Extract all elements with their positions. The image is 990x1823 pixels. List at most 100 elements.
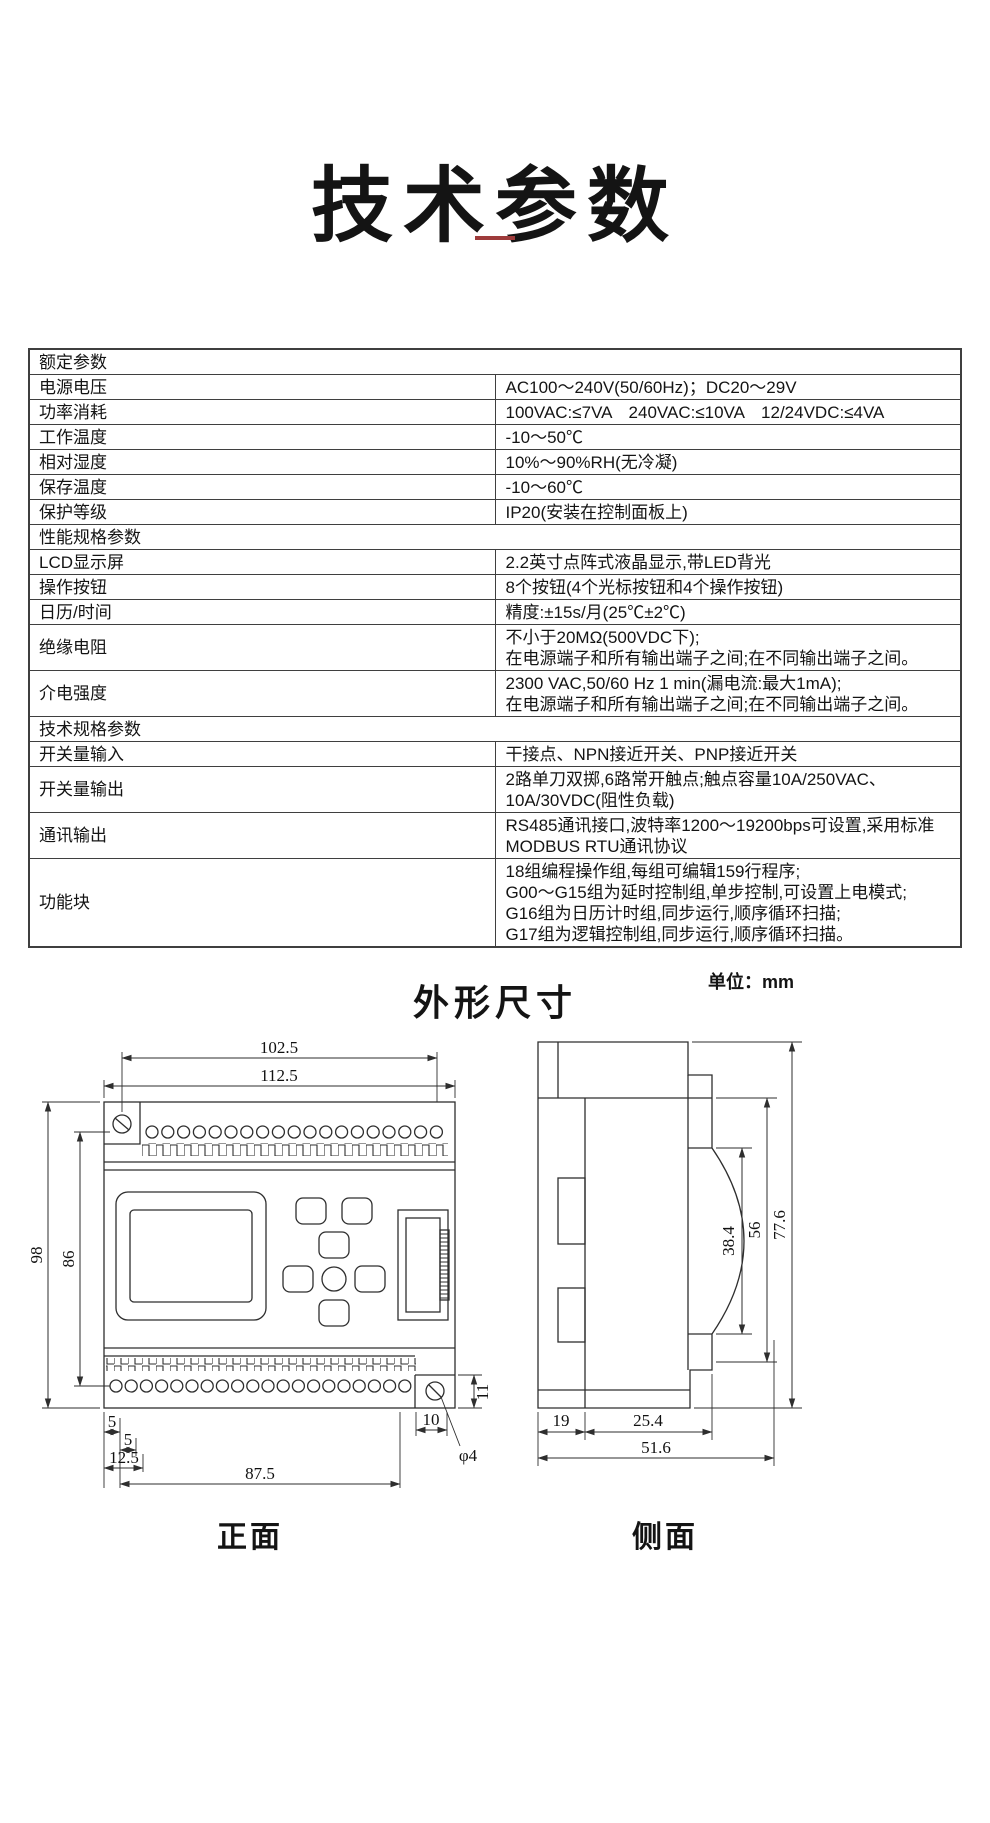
dim-side-face-depth: 38.4 — [719, 1226, 738, 1256]
terminal-hole-icon — [200, 1379, 214, 1393]
terminal-hole-icon — [224, 1125, 238, 1139]
screw-hole-top-icon — [112, 1114, 132, 1134]
front-top-terminals — [145, 1125, 444, 1139]
side-dimensions: 38.4 56 77.6 19 25.4 51.6 — [537, 1041, 802, 1466]
terminal-hole-icon — [276, 1379, 290, 1393]
terminal-hole-icon — [287, 1125, 301, 1139]
front-bottom-terminals — [109, 1379, 412, 1393]
page-title: 技术参数 — [310, 160, 679, 252]
dimensions-title: 外形尺寸 — [412, 981, 577, 1023]
terminal-hole-icon — [271, 1125, 286, 1139]
terminal-hole-icon — [109, 1379, 123, 1393]
lcd-display — [129, 1209, 253, 1303]
front-view-drawing: 102.5 112.5 98 86 5 5 12.5 87.5 10 φ4 11 — [30, 1040, 492, 1488]
spec-row-value: IP20(安装在控制面板上) — [494, 499, 962, 525]
spec-row-label: 保存温度 — [28, 474, 496, 500]
terminal-hole-icon — [334, 1125, 349, 1139]
terminal-hole-icon — [240, 1125, 254, 1139]
front-top-comb — [142, 1143, 448, 1156]
spec-row: 绝缘电阻不小于20MΩ(500VDC下);在电源端子和所有输出端子之间;在不同输… — [28, 624, 962, 671]
side-connector — [397, 1209, 450, 1321]
side-body-outline — [537, 1041, 745, 1409]
keypad-button-down — [318, 1299, 350, 1327]
terminal-hole-icon — [192, 1125, 207, 1139]
terminal-hole-icon — [215, 1379, 230, 1393]
lcd-bezel — [115, 1191, 267, 1321]
terminal-hole-icon — [154, 1379, 169, 1393]
terminal-hole-icon — [398, 1125, 412, 1139]
terminal-hole-icon — [306, 1379, 321, 1393]
terminal-hole-icon — [382, 1379, 397, 1393]
spec-row-value: 18组编程操作组,每组可编辑159行程序;G00～G15组为延时控制组,单步控制… — [494, 858, 962, 948]
din-rail-clip-lower — [557, 1287, 586, 1343]
spec-row-label: 开关量输出 — [28, 766, 496, 813]
terminal-hole-icon — [170, 1379, 184, 1393]
spec-row-label: 电源电压 — [28, 374, 496, 400]
terminal-hole-icon — [367, 1379, 382, 1393]
terminal-hole-icon — [230, 1379, 245, 1393]
spec-row-value: 干接点、NPN接近开关、PNP接近开关 — [494, 741, 962, 767]
spec-row-label: 介电强度 — [28, 670, 496, 717]
dim-front-offset-c: 12.5 — [109, 1448, 139, 1467]
spec-row-label: 工作温度 — [28, 424, 496, 450]
keypad-button-right — [354, 1265, 386, 1293]
front-dimensions: 102.5 112.5 98 86 5 5 12.5 87.5 10 φ4 11 — [30, 1040, 492, 1488]
terminal-hole-icon — [337, 1379, 351, 1393]
spec-section-label: 性能规格参数 — [28, 524, 962, 550]
din-rail-clip-upper — [557, 1177, 586, 1245]
spec-row-value: -10～50℃ — [494, 424, 962, 450]
terminal-hole-icon — [322, 1379, 336, 1393]
keypad-button — [341, 1197, 373, 1225]
spec-row-value: 8个按钮(4个光标按钮和4个操作按钮) — [494, 574, 962, 600]
dim-front-width-inner: 102.5 — [260, 1040, 298, 1057]
dim-side-depth-total: 51.6 — [641, 1438, 671, 1457]
unit-label: 单位：mm — [708, 972, 795, 992]
spec-row-label: 操作按钮 — [28, 574, 496, 600]
keypad-button — [295, 1197, 327, 1225]
front-screw-tab-top — [104, 1102, 141, 1145]
screw-hole-bottom-icon — [425, 1381, 445, 1401]
terminal-hole-icon — [246, 1379, 260, 1393]
spec-row-label: 日历/时间 — [28, 599, 496, 625]
side-view-label: 侧面 — [632, 1521, 698, 1554]
terminal-hole-icon — [161, 1125, 175, 1139]
keypad — [282, 1197, 386, 1327]
terminal-hole-icon — [350, 1125, 365, 1139]
spec-row-label: 功率消耗 — [28, 399, 496, 425]
dim-side-height-total: 77.6 — [770, 1210, 789, 1240]
dim-side-body-depth: 56 — [745, 1222, 764, 1239]
terminal-hole-icon — [319, 1125, 333, 1139]
spec-row-value: RS485通讯接口,波特率1200～19200bps可设置,采用标准MODBUS… — [494, 812, 962, 859]
front-bottom-comb — [106, 1358, 416, 1371]
terminal-hole-icon — [261, 1379, 275, 1393]
spec-row-value: AC100～240V(50/60Hz)；DC20～29V — [494, 374, 962, 400]
spec-row-value: 100VAC:≤7VA 240VAC:≤10VA 12/24VDC:≤4VA — [494, 399, 962, 425]
terminal-hole-icon — [176, 1125, 191, 1139]
spec-row: 工作温度-10～50℃ — [28, 424, 962, 450]
spec-row-label: LCD显示屏 — [28, 549, 496, 575]
terminal-hole-icon — [429, 1125, 444, 1139]
dim-front-offset-a: 5 — [108, 1412, 117, 1431]
keypad-button-center — [321, 1266, 347, 1292]
terminal-hole-icon — [413, 1125, 428, 1139]
spec-row-label: 相对湿度 — [28, 449, 496, 475]
dim-side-body-width: 25.4 — [633, 1411, 663, 1430]
spec-row-value: -10～60℃ — [494, 474, 962, 500]
spec-row-label: 绝缘电阻 — [28, 624, 496, 671]
spec-row-label: 保护等级 — [28, 499, 496, 525]
terminal-hole-icon — [398, 1379, 412, 1393]
spec-section-row: 性能规格参数 — [28, 524, 962, 550]
spec-row-value: 2.2英寸点阵式液晶显示,带LED背光 — [494, 549, 962, 575]
spec-row-value: 精度:±15s/月(25℃±2℃) — [494, 599, 962, 625]
keypad-button-left — [282, 1265, 314, 1293]
spec-row-value: 2300 VAC,50/60 Hz 1 min(漏电流:最大1mA);在电源端子… — [494, 670, 962, 717]
terminal-hole-icon — [303, 1125, 317, 1139]
spec-section-row: 额定参数 — [28, 348, 962, 375]
